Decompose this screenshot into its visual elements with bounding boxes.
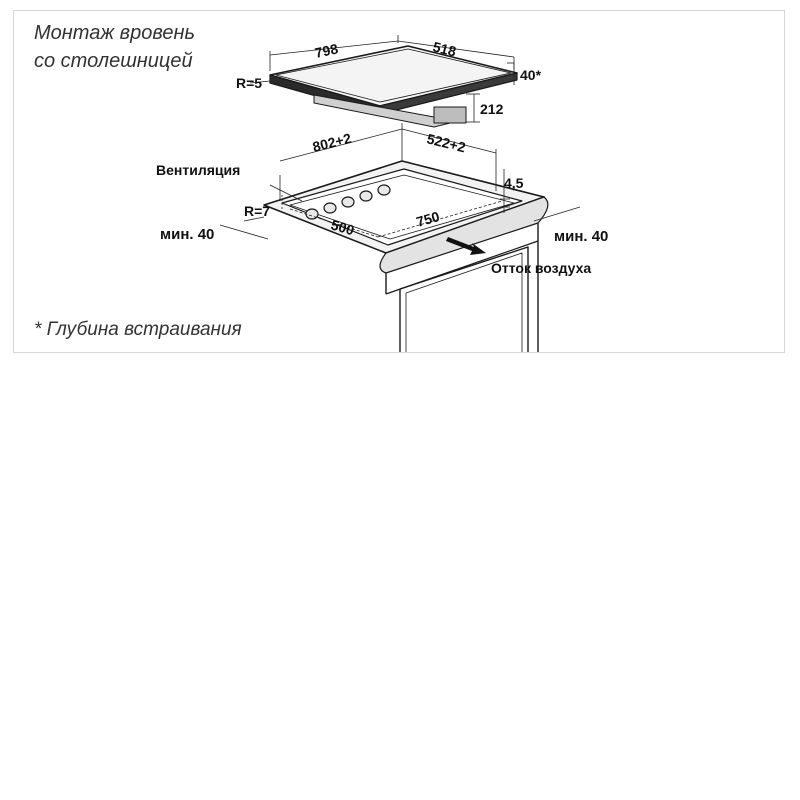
air-outlet-arrow-icon	[446, 237, 486, 255]
cutout-dimensions	[219, 123, 581, 240]
hob-thickness-label: 40*	[520, 67, 542, 83]
rebate-depth-label: 4,5	[504, 175, 524, 191]
min-right-label: мин. 40	[554, 228, 608, 245]
cutout-radius-label: R=7	[244, 203, 270, 219]
hob-plate	[269, 45, 518, 128]
heading-line-2: со столешницей	[34, 50, 193, 72]
air-outlet-label: Отток воздуха	[491, 260, 591, 276]
inner-depth-label: 500	[329, 217, 356, 239]
countertop	[263, 160, 549, 352]
cutout-depth-label: 522+2	[425, 130, 467, 155]
hob-depth-label: 518	[431, 38, 458, 59]
heading-line-1: Монтаж вровень	[34, 22, 195, 44]
unit-height-label: 212	[480, 101, 504, 117]
installation-diagram: Монтаж вровень со столешницей 798 518 R=…	[34, 22, 608, 352]
hob-radius-label: R=5	[236, 75, 262, 91]
cutout-width-label: 802+2	[311, 130, 353, 155]
diagram-frame: Монтаж вровень со столешницей 798 518 R=…	[13, 10, 785, 353]
ventilation-label: Вентиляция	[156, 162, 240, 178]
hob-dimensions	[249, 35, 515, 123]
hob-width-label: 798	[313, 40, 339, 61]
ventilation-holes	[305, 184, 391, 220]
min-left-label: мин. 40	[160, 226, 214, 243]
footnote: * Глубина встраивания	[34, 319, 242, 340]
inner-width-label: 750	[414, 208, 441, 230]
